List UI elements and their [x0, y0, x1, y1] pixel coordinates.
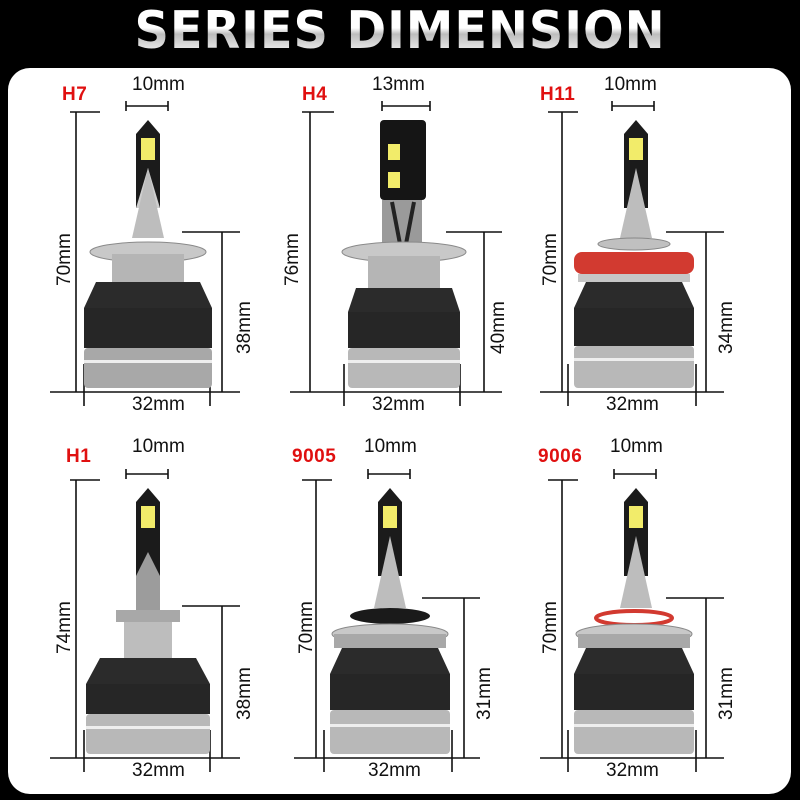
type-label: 9005	[292, 446, 337, 467]
bulb-card-9005: 9005 10mm 70mm 31mm 32mm	[280, 430, 540, 790]
chip-width-label: 10mm	[610, 436, 663, 457]
chip-width-label: 10mm	[132, 74, 185, 95]
diameter-label: 32mm	[132, 760, 185, 781]
diameter-label: 32mm	[606, 760, 659, 781]
diameter-label: 32mm	[606, 394, 659, 415]
diameter-label: 32mm	[368, 760, 421, 781]
h11-bulb-drawing	[540, 101, 724, 406]
9006-bulb-drawing	[540, 469, 724, 772]
diameter-label: 32mm	[132, 394, 185, 415]
type-label: H1	[66, 446, 92, 467]
type-label: H4	[302, 84, 328, 105]
chip-width-label: 10mm	[364, 436, 417, 457]
dimension-panel: H7 10mm 70mm 38mm 32mm H4 1	[8, 68, 791, 794]
bulb-card-h4: H4 13mm 76mm 40mm 32mm	[280, 68, 540, 428]
chip-width-label: 10mm	[604, 74, 657, 95]
page-title: SERIES DIMENSION	[32, 0, 768, 62]
chip-width-label: 10mm	[132, 436, 185, 457]
type-label: H7	[62, 84, 88, 105]
type-label: 9006	[538, 446, 583, 467]
bulb-card-h11: H11 10mm 70mm 34mm 32mm	[528, 68, 788, 428]
bulb-card-9006: 9006 10mm 70mm 31mm 32mm	[528, 430, 788, 790]
h7-bulb-drawing	[50, 101, 240, 406]
9005-bulb-drawing	[294, 469, 480, 772]
type-label: H11	[540, 84, 576, 105]
h4-bulb-drawing	[290, 101, 502, 406]
h1-bulb-drawing	[50, 469, 240, 772]
chip-width-label: 13mm	[372, 74, 425, 95]
bulb-card-h1: H1 10mm 74mm 38mm 32mm	[20, 430, 280, 790]
diameter-label: 32mm	[372, 394, 425, 415]
bulb-card-h7: H7 10mm 70mm 38mm 32mm	[20, 68, 280, 428]
